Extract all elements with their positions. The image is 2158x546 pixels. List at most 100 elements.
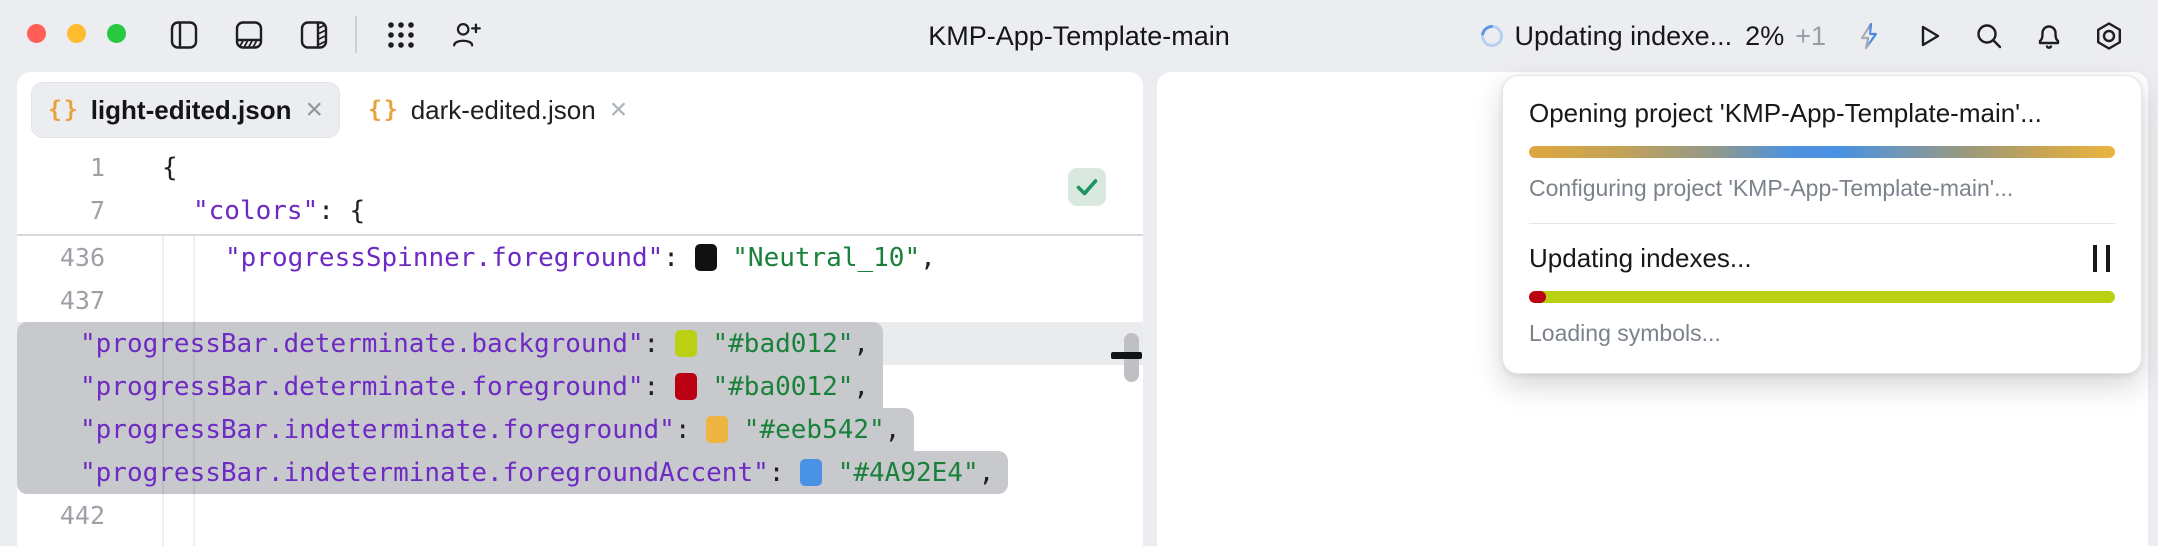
scrollbar-caret-marker <box>1111 352 1142 359</box>
code-line[interactable]: 441"progressBar.indeterminate.foreground… <box>17 451 1143 494</box>
code-line[interactable]: 440"progressBar.indeterminate.foreground… <box>17 408 1143 451</box>
code-token <box>822 458 838 488</box>
code-token: "progressBar.indeterminate.foreground" <box>80 414 675 445</box>
tab-light-edited-json[interactable]: {} light-edited.json × <box>31 82 340 138</box>
code-token: , <box>978 457 995 488</box>
code-text[interactable]: "progressSpinner.foreground": "Neutral_1… <box>225 236 936 279</box>
app-grid-icon[interactable] <box>384 18 418 52</box>
code-token: "progressBar.determinate.foreground" <box>80 371 644 402</box>
inspection-ok-check-icon[interactable] <box>1068 168 1106 206</box>
line-number: 437 <box>59 286 105 315</box>
background-tasks-popup: Opening project 'KMP-App-Template-main'.… <box>1502 75 2142 374</box>
tab-dark-edited-json[interactable]: {} dark-edited.json × <box>352 82 643 138</box>
code-text-selected[interactable]: "progressBar.indeterminate.foregroundAcc… <box>17 451 1009 494</box>
close-window-button[interactable] <box>27 24 46 43</box>
progress-spinner-icon <box>1476 20 1508 52</box>
minimize-window-button[interactable] <box>67 24 86 43</box>
code-line[interactable]: 436 "progressSpinner.foreground": "Neutra… <box>17 236 1143 279</box>
color-swatch[interactable] <box>694 244 717 271</box>
code-text-selected[interactable]: "progressBar.determinate.background": "#… <box>17 322 884 365</box>
code-token: "progressBar.determinate.background" <box>80 328 644 359</box>
code-text[interactable]: "colors": { <box>193 189 365 232</box>
zoom-window-button[interactable] <box>107 24 126 43</box>
pause-task-icon[interactable] <box>2093 245 2110 272</box>
code-token: : { <box>318 195 366 226</box>
code-token: , <box>884 414 901 445</box>
traffic-lights <box>27 24 126 43</box>
code-token: "progressBar.indeterminate.foregroundAcc… <box>80 457 769 488</box>
code-line[interactable]: 442 <box>17 494 1143 537</box>
color-swatch[interactable] <box>674 373 697 400</box>
code-line[interactable]: 1{ <box>17 146 1143 189</box>
indeterminate-progress-bar <box>1529 146 2115 158</box>
color-swatch[interactable] <box>674 330 697 357</box>
code-token: { <box>162 152 178 183</box>
task-subtitle: Configuring project 'KMP-App-Template-ma… <box>1529 175 2014 201</box>
tab-bar: {} light-edited.json × {} dark-edited.js… <box>31 82 643 138</box>
code-line[interactable]: 439"progressBar.determinate.foreground":… <box>17 365 1143 408</box>
color-swatch[interactable] <box>800 459 823 486</box>
code-token <box>728 415 744 445</box>
code-token: , <box>920 242 936 273</box>
code-line[interactable]: 438"progressBar.determinate.background":… <box>17 322 1143 365</box>
tab-label: dark-edited.json <box>410 94 596 125</box>
code-text[interactable]: { <box>162 146 178 189</box>
popup-divider <box>1529 223 2115 224</box>
code-token: "colors" <box>193 195 319 226</box>
code-token: , <box>853 371 870 402</box>
panel-left-icon[interactable] <box>167 18 201 52</box>
notifications-icon[interactable] <box>2032 19 2066 53</box>
code-token: "#eeb542" <box>743 414 885 445</box>
code-token: "Neutral_10" <box>732 242 921 273</box>
settings-icon[interactable] <box>2092 19 2126 53</box>
json-file-icon: {} <box>368 97 400 123</box>
status-task-text[interactable]: Updating indexe... <box>1514 20 1733 51</box>
color-swatch[interactable] <box>706 416 729 443</box>
progress-fill <box>1529 291 1546 303</box>
code-token: : <box>768 457 801 488</box>
code-token <box>717 243 733 273</box>
code-token: "progressSpinner.foreground" <box>225 242 664 273</box>
sticky-lines-divider <box>17 234 1143 236</box>
window-title: KMP-App-Template-main <box>928 20 1230 51</box>
search-icon[interactable] <box>1972 19 2006 53</box>
code-token: : <box>643 328 675 359</box>
flash-icon[interactable] <box>1852 19 1886 53</box>
code-token: "#4A92E4" <box>837 457 979 488</box>
line-number: 7 <box>89 196 105 225</box>
status-percent: 2% <box>1745 20 1785 51</box>
code-token: "#ba0012" <box>712 371 854 402</box>
task-title: Opening project 'KMP-App-Template-main'.… <box>1529 98 2042 128</box>
close-tab-icon[interactable]: × <box>305 93 323 126</box>
status-extra-count: +1 <box>1795 20 1826 51</box>
panel-right-icon[interactable] <box>297 18 331 52</box>
code-token <box>697 329 713 359</box>
line-number: 442 <box>59 501 105 530</box>
indent-guide <box>193 236 195 546</box>
line-number: 436 <box>59 243 105 272</box>
task-title: Updating indexes... <box>1529 243 1752 273</box>
code-line[interactable]: 7 "colors": { <box>17 189 1143 232</box>
code-token: : <box>643 371 675 402</box>
code-line[interactable]: 437 <box>17 279 1143 322</box>
panel-bottom-icon[interactable] <box>232 18 266 52</box>
indent-guide <box>162 236 164 546</box>
task-subtitle: Loading symbols... <box>1529 320 1721 346</box>
json-file-icon: {} <box>48 97 80 123</box>
editor-pane: {} light-edited.json × {} dark-edited.js… <box>17 72 1143 546</box>
code-text-selected[interactable]: "progressBar.determinate.foreground": "#… <box>17 365 884 408</box>
add-collaborator-icon[interactable] <box>449 18 483 52</box>
code-token <box>697 372 713 402</box>
code-token: "#bad012" <box>712 328 854 359</box>
toolbar-divider <box>355 16 357 53</box>
close-tab-icon[interactable]: × <box>609 93 628 126</box>
code-editor[interactable]: 1{7"colors": {436"progressSpinner.foregr… <box>17 72 1143 546</box>
titlebar: KMP-App-Template-main Updating indexe...… <box>0 0 2158 72</box>
run-icon[interactable] <box>1912 19 1946 53</box>
line-number: 1 <box>89 153 105 182</box>
code-token: : <box>674 414 707 445</box>
code-token: , <box>853 328 870 359</box>
code-token: : <box>663 242 695 273</box>
code-text-selected[interactable]: "progressBar.indeterminate.foreground": … <box>17 408 915 451</box>
